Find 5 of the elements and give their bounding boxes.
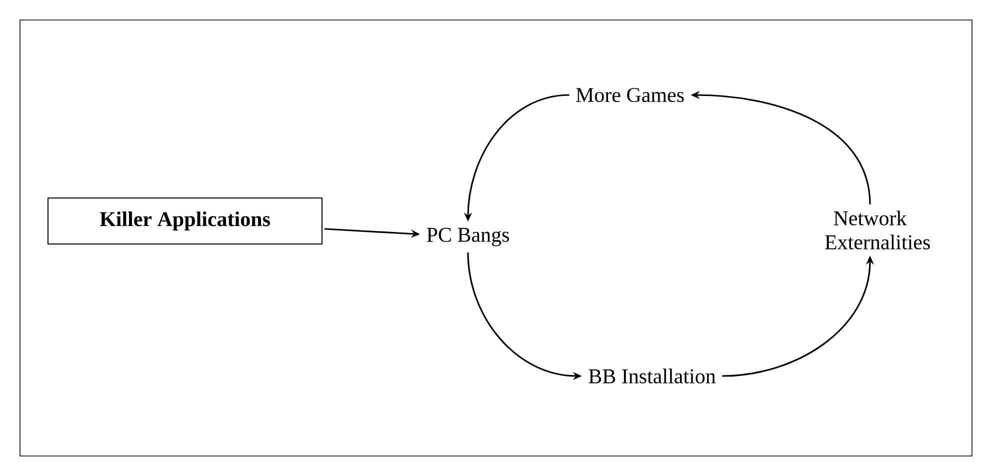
node-label: Network Externalities (825, 210, 930, 250)
node-label: PC Bangs (426, 228, 509, 246)
node-label: BB Installation (588, 368, 716, 384)
process-box: Killer Applications (48, 198, 322, 244)
node-label: More Games (576, 88, 684, 102)
